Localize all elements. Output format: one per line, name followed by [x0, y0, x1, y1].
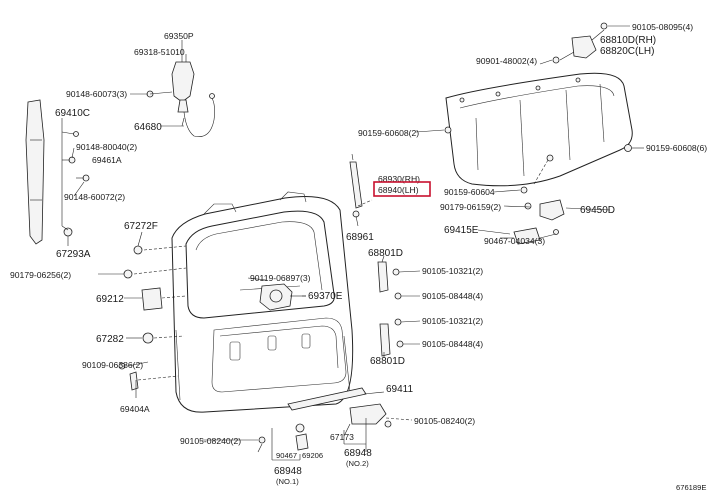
label-90105-08240-left: 90105-08240(2)	[180, 436, 241, 446]
label-69450D: 69450D	[580, 205, 615, 216]
diagram-id: 676189E	[676, 483, 706, 492]
label-68820C-lh: 68820C(LH)	[600, 46, 654, 57]
label-90105-08095: 90105-08095(4)	[632, 22, 693, 32]
label-90105-10321-top: 90105-10321(2)	[422, 266, 483, 276]
glass-latch	[503, 186, 565, 245]
label-90159-60608-right: 90159-60608(6)	[646, 143, 707, 153]
label-69461A: 69461A	[92, 155, 122, 165]
label-67293A: 67293A	[56, 249, 91, 260]
label-90467: 90467	[276, 451, 297, 460]
highlight-box-68940	[373, 181, 431, 197]
label-90179-06256: 90179-06256(2)	[10, 270, 71, 280]
label-69318-51010: 69318-51010	[134, 47, 185, 57]
label-68948-no2-suffix: (NO.2)	[346, 459, 369, 468]
label-69404A: 69404A	[120, 404, 150, 414]
label-90105-08240-right: 90105-08240(2)	[414, 416, 475, 426]
label-90901-48002: 90901-48002(4)	[476, 56, 537, 66]
label-69350P: 69350P	[164, 31, 194, 41]
label-67282: 67282	[96, 334, 124, 345]
label-90179-06159: 90179-06159(2)	[440, 202, 501, 212]
label-68810D-rh: 68810D(RH)	[600, 35, 656, 46]
label-90105-08448-top: 90105-08448(4)	[422, 291, 483, 301]
label-68948-no2: 68948	[344, 448, 372, 459]
label-90105-10321-bottom: 90105-10321(2)	[422, 316, 483, 326]
label-64680: 64680	[134, 122, 162, 133]
label-68801D-bottom: 68801D	[370, 356, 405, 367]
glass-hinges	[552, 22, 608, 64]
label-69370E: 69370E	[308, 291, 343, 302]
washer-nozzle-assembly	[146, 61, 215, 137]
label-90159-60604: 90159-60604	[444, 187, 495, 197]
callout-labels: 69350P 69318-51010 90148-60073(3) 69410C…	[10, 22, 707, 492]
label-68948-no1: 68948	[274, 466, 302, 477]
label-90148-80040: 90148-80040(2)	[76, 142, 137, 152]
label-68930-rh: 68930(RH)	[378, 174, 420, 184]
lock-parts	[257, 403, 413, 453]
label-69206: 69206	[302, 451, 323, 460]
label-90119-06897: 90119-06897(3)	[250, 273, 311, 283]
lower-rod	[287, 387, 367, 411]
label-68940-lh: 68940(LH)	[378, 185, 419, 195]
label-68961: 68961	[346, 232, 374, 243]
label-68801D-top: 68801D	[368, 248, 403, 259]
hinge-left	[25, 99, 90, 245]
leader-lines	[61, 25, 644, 461]
label-68948-no1-suffix: (NO.1)	[276, 477, 299, 486]
label-90105-08448-bottom: 90105-08448(4)	[422, 339, 483, 349]
label-90148-60072: 90148-60072(2)	[64, 192, 125, 202]
label-69411: 69411	[386, 384, 414, 395]
label-90148-60073: 90148-60073(3)	[66, 89, 127, 99]
label-67173: 67173	[330, 432, 354, 442]
wiper-motor	[259, 283, 306, 311]
label-69410C: 69410C	[55, 108, 90, 119]
label-69415E: 69415E	[444, 225, 479, 236]
label-67272F: 67272F	[124, 221, 158, 232]
label-90109-06386: 90109-06386(2)	[82, 360, 143, 370]
right-side-bolts	[377, 261, 421, 357]
label-69212: 69212	[96, 294, 124, 305]
label-90467-04034: 90467-04034(3)	[484, 236, 545, 246]
back-door-glass	[444, 72, 633, 187]
label-90159-60608-left: 90159-60608(2)	[358, 128, 419, 138]
gas-strut	[349, 153, 373, 218]
